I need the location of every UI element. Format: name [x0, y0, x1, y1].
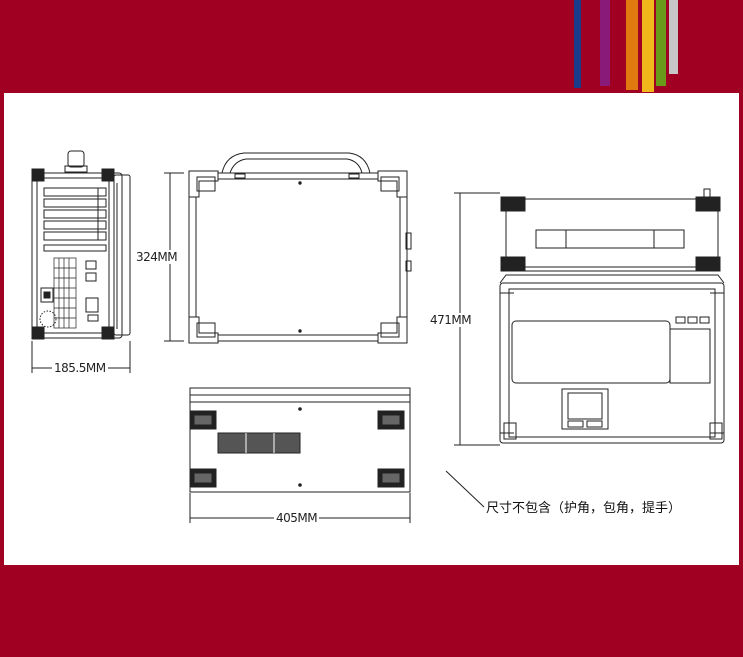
stripe-purple: [600, 0, 610, 86]
stripe-green: [656, 0, 666, 86]
stripe-yellow: [642, 0, 654, 92]
bottom-band: [0, 566, 743, 657]
stripe-blue: [574, 0, 581, 88]
drawing-panel: 185.5MM 324MM 471MM 405MM 尺寸不包含（护角，包角，提手…: [4, 93, 739, 565]
top-view: [189, 387, 411, 523]
height-dimension: 324MM: [135, 250, 179, 264]
stripe-gray: [669, 0, 678, 74]
dimension-note: 尺寸不包含（护角，包角，提手）: [486, 501, 682, 516]
front-view: [164, 152, 412, 344]
note-leader-line: [445, 470, 485, 508]
side-view: [31, 150, 131, 373]
depth-dimension: 471MM: [429, 313, 473, 327]
top-band: [0, 0, 743, 92]
side-width-dimension: 185.5MM: [52, 361, 108, 375]
technical-drawing: [31, 150, 725, 523]
open-view: [454, 188, 725, 446]
stripe-orange: [626, 0, 638, 90]
length-dimension: 405MM: [274, 511, 320, 525]
